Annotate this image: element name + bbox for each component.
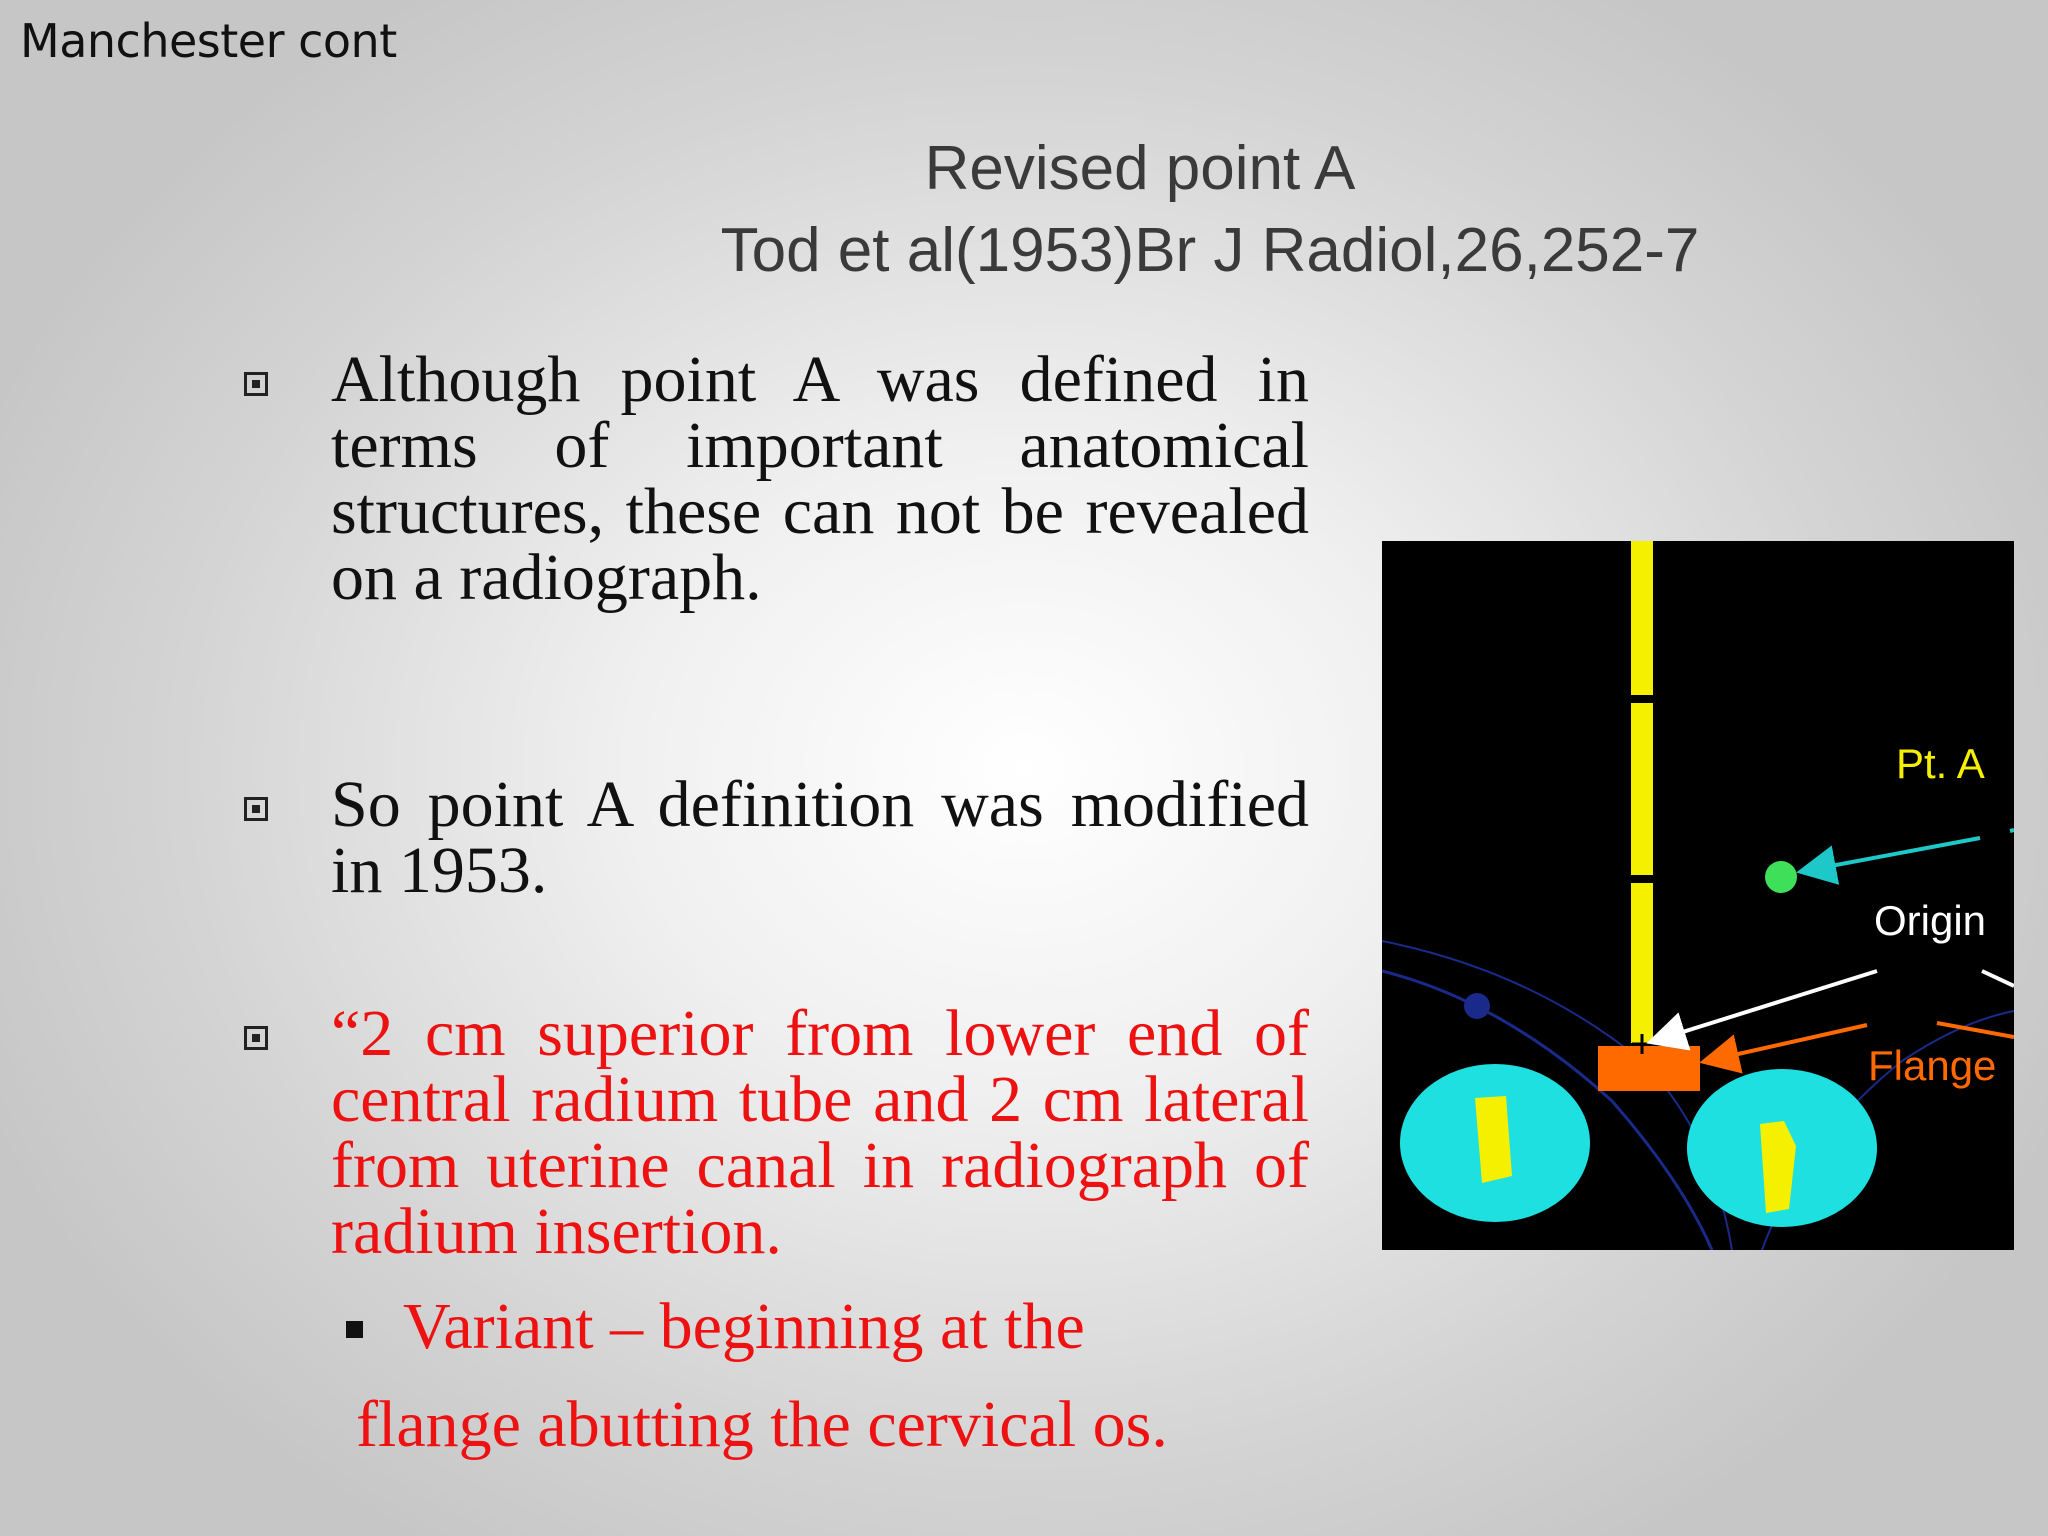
flange-block bbox=[1598, 1046, 1700, 1091]
section-header: Manchester cont bbox=[20, 14, 397, 68]
central-tube-segment bbox=[1631, 541, 1653, 695]
central-tube-segment bbox=[1631, 883, 1653, 1043]
origin-arrow-tail bbox=[1981, 969, 2014, 988]
slide-title: Revised point A bbox=[924, 134, 1356, 203]
pt-a-arrow-tail bbox=[2009, 828, 2014, 833]
background-dot bbox=[1464, 993, 1490, 1019]
flange-label: Flange bbox=[1868, 1042, 1996, 1089]
bullet-marker-icon bbox=[244, 1026, 268, 1050]
bullet-text-1: Although point A was defined in terms of… bbox=[331, 343, 1309, 614]
point-a-dot bbox=[1765, 861, 1797, 893]
flange-arrow-tail bbox=[1936, 1021, 2014, 1039]
sub-bullet-line-2: flange abutting the cervical os. bbox=[356, 1388, 1168, 1461]
left-ovoid-source bbox=[1475, 1096, 1512, 1183]
origin-arrow bbox=[1646, 969, 1878, 1051]
flange-arrow bbox=[1699, 1023, 1868, 1074]
right-ovoid-source bbox=[1760, 1121, 1796, 1213]
slide-subtitle-citation: Tod et al(1953)Br J Radiol,26,252-7 bbox=[720, 216, 1700, 285]
sub-bullet-marker-icon bbox=[346, 1321, 363, 1338]
point-a-diagram: Pt. A Origin Flange bbox=[1382, 541, 2014, 1250]
bullet-marker-icon bbox=[244, 372, 268, 396]
pt-a-arrow bbox=[1796, 836, 1981, 885]
background-curve bbox=[1382, 969, 1714, 1250]
bullet-text-3: “2 cm superior from lower end of central… bbox=[331, 997, 1309, 1268]
central-tube-segment bbox=[1631, 703, 1653, 875]
bullet-marker-icon bbox=[244, 797, 268, 821]
origin-label: Origin bbox=[1874, 897, 1986, 944]
bullet-text-2: So point A definition was modified in 19… bbox=[331, 768, 1309, 907]
pt-a-label: Pt. A bbox=[1896, 740, 1985, 787]
sub-bullet-line-1: Variant – beginning at the bbox=[403, 1290, 1085, 1363]
